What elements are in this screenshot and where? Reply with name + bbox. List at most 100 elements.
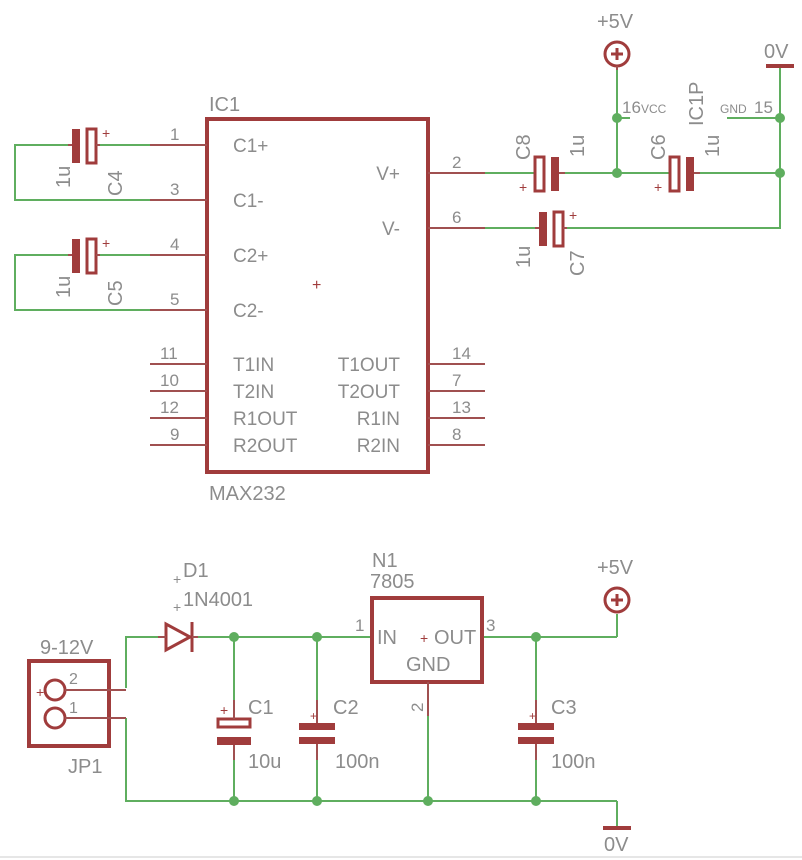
plus5v-bottom-label: +5V [597, 557, 634, 579]
ic1-pin-name: C1- [233, 191, 264, 212]
ic1p-vcc-label: VCC [641, 102, 667, 116]
capacitor-c7: + 1u C7 [513, 207, 589, 276]
ic1-pin-name: V+ [376, 164, 400, 185]
c3-ref: C3 [551, 697, 577, 719]
ic1-pin-num: 12 [160, 398, 179, 417]
c1-value: 10u [248, 751, 281, 773]
charge-pump-wires [14, 66, 785, 311]
jp1-pin2-pad [43, 678, 67, 702]
ic1-pin-name: T1IN [233, 355, 274, 376]
capacitor-c8: + C8 1u [513, 134, 589, 195]
d1-value: 1N4001 [183, 589, 253, 611]
ic1-pin-name: R2IN [357, 436, 400, 457]
svg-text:+: + [420, 630, 428, 646]
ic1-pin-name: R1IN [357, 409, 400, 430]
supply-gnd-top: 0V [764, 41, 794, 68]
n1-out-pin: 3 [486, 616, 495, 635]
ic1-pin-num: 6 [452, 208, 461, 227]
ic1-pin-name: C2- [233, 301, 264, 322]
c2-ref: C2 [333, 697, 359, 719]
capacitor-c2: + C2 100n [299, 697, 380, 773]
ic1-pin-num: 1 [170, 125, 179, 144]
ic1-pin-num: 9 [170, 425, 179, 444]
diode-d1: + + D1 1N4001 [158, 560, 253, 653]
supply-plus5v-top: +5V [597, 11, 634, 70]
ic1-pin-name: V- [382, 219, 400, 240]
ic1p-vcc-pin: 16 [622, 98, 641, 117]
ic1p-gnd-pin: 15 [754, 98, 773, 117]
n1-value: 7805 [370, 571, 415, 593]
c8-value: 1u [567, 135, 589, 157]
gnd-top-label: 0V [764, 41, 789, 63]
c8-ref: C8 [513, 134, 535, 160]
ic1-pin-name: R2OUT [233, 436, 298, 457]
n1-gnd-label: GND [406, 654, 450, 676]
ic1-pin-num: 3 [170, 180, 179, 199]
c3-value: 100n [551, 751, 596, 773]
svg-text:+: + [529, 709, 536, 723]
ic1-pin-num: 2 [452, 153, 461, 172]
svg-text:+: + [173, 599, 181, 615]
c4-plate [72, 129, 80, 163]
ic1-pin-num: 8 [452, 425, 461, 444]
ic1-pin-num: 5 [170, 290, 179, 309]
ic1p-ref: IC1P [686, 82, 708, 126]
svg-text:+: + [36, 684, 44, 700]
power-supply-wires [125, 614, 618, 826]
svg-text:+: + [173, 571, 181, 587]
c4-ref: C4 [105, 170, 127, 196]
c4-polarity: + [102, 125, 110, 141]
ic1-pin-name: T2IN [233, 382, 274, 403]
c6-ref: C6 [648, 134, 670, 160]
svg-text:+: + [310, 709, 317, 723]
ic1-pin-num: 10 [160, 371, 179, 390]
d1-ref: D1 [183, 560, 209, 582]
ic1p-power-pins: 16 VCC GND 15 IC1P [622, 82, 773, 126]
n1-in-pin: 1 [355, 616, 364, 635]
ic1-pin-num: 14 [452, 344, 471, 363]
capacitor-c6: + C6 1u [648, 134, 724, 195]
ic1-pin-name: T2OUT [338, 382, 401, 403]
jp1-ref: JP1 [68, 756, 102, 778]
c8-polarity: + [519, 179, 527, 195]
capacitor-c3: + C3 100n [518, 697, 596, 773]
jp1-pin1-num: 1 [69, 700, 78, 717]
ic1p-gnd-label: GND [720, 102, 747, 116]
c5-value: 1u [53, 276, 75, 298]
capacitor-c1: + C1 10u [216, 697, 281, 773]
d1-anode-triangle [164, 621, 194, 653]
jp1-value: 9-12V [40, 637, 94, 659]
c7-value: 1u [513, 246, 535, 268]
jp1-pin2-num: 2 [69, 671, 78, 688]
plus5v-top-label: +5V [597, 11, 634, 33]
gnd-bottom-label: 0V [604, 834, 629, 856]
ic1-pin-name: C2+ [233, 246, 268, 267]
n1-in-label: IN [377, 627, 397, 649]
ic1-pin-num: 7 [452, 371, 461, 390]
ic1-ref: IC1 [209, 94, 240, 116]
c5-ref: C5 [105, 280, 127, 306]
n1-out-label: OUT [434, 627, 476, 649]
c1-ref: C1 [248, 697, 274, 719]
ic1-pin-name: R1OUT [233, 409, 298, 430]
ic1-pin-num: 13 [452, 398, 471, 417]
c6-polarity: + [654, 179, 662, 195]
ic1-pin-name: T1OUT [338, 355, 401, 376]
c7-polarity: + [569, 207, 577, 223]
n1-ref: N1 [372, 550, 398, 572]
capacitor-c5: + 1u C5 [53, 235, 127, 306]
ic1-value: MAX232 [209, 483, 286, 505]
jp1-pin1-pad [43, 706, 67, 730]
ic1-pin-name: C1+ [233, 136, 268, 157]
n1-gnd-pin: 2 [408, 703, 427, 712]
ic1-max232: IC1 MAX232 + 1 3 4 5 11 10 12 9 C1+ C1- … [150, 94, 485, 505]
c4-value: 1u [53, 166, 75, 188]
ic1-center-mark: + [312, 277, 321, 294]
regulator-n1: IN + OUT GND 1 3 2 N1 7805 [355, 550, 495, 716]
c7-ref: C7 [567, 250, 589, 276]
ic1-pin-num: 4 [170, 235, 179, 254]
ic1-body [205, 117, 430, 474]
ic1-pin-num: 11 [160, 344, 178, 363]
supply-gnd-bottom: 0V [603, 826, 631, 856]
